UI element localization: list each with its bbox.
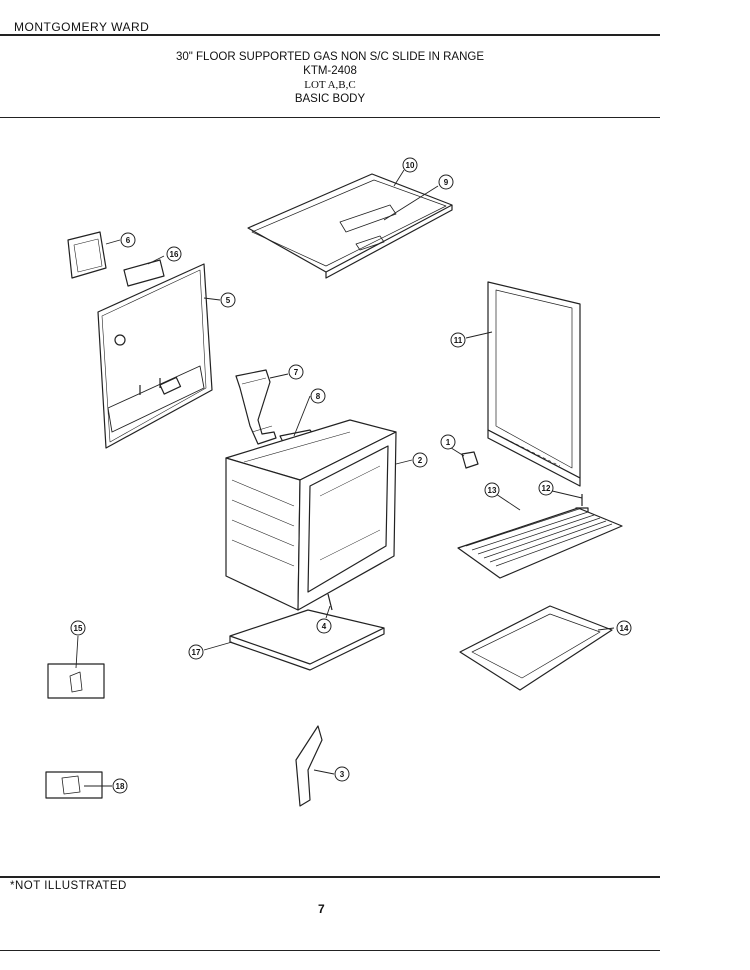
callout-7: 7 — [288, 364, 304, 380]
insulation-box-15 — [47, 663, 105, 699]
svg-text:16: 16 — [170, 250, 179, 259]
oven-bottom-panel — [247, 173, 453, 279]
svg-text:17: 17 — [192, 648, 201, 657]
not-illustrated-note: *NOT ILLUSTRATED — [10, 880, 127, 892]
svg-text:12: 12 — [542, 484, 551, 493]
callout-2: 2 — [412, 452, 428, 468]
page-number: 7 — [318, 902, 325, 916]
door-hinge — [295, 725, 323, 807]
header-rule-bottom — [0, 117, 660, 118]
callout-11: 11 — [450, 332, 466, 348]
control-knob — [461, 451, 479, 469]
oven-door-frame — [487, 281, 581, 487]
callout-12: 12 — [538, 480, 554, 496]
callout-16: 16 — [166, 246, 182, 262]
brand-name: MONTGOMERY WARD — [14, 20, 150, 34]
callout-4: 4 — [316, 618, 332, 634]
callout-circles: 10 9 6 16 5 7 8 2 11 1 12 13 14 17 4 3 1… — [70, 157, 632, 794]
flue-duct — [235, 369, 277, 445]
base-pan — [229, 609, 385, 671]
oven-rack — [457, 507, 623, 579]
oven-body — [225, 419, 397, 611]
footer-rule-bottom — [0, 950, 660, 951]
callout-15: 15 — [70, 620, 86, 636]
callout-10: 10 — [402, 157, 418, 173]
svg-text:14: 14 — [620, 624, 629, 633]
svg-text:3: 3 — [340, 770, 345, 779]
callout-5: 5 — [220, 292, 236, 308]
svg-text:1: 1 — [446, 438, 451, 447]
header-rule-top — [0, 34, 660, 36]
range-title: 30" FLOOR SUPPORTED GAS NON S/C SLIDE IN… — [175, 51, 485, 63]
callout-8: 8 — [310, 388, 326, 404]
callout-14: 14 — [616, 620, 632, 636]
cover-plate — [123, 259, 165, 287]
clip-box-18 — [45, 771, 103, 799]
callout-18: 18 — [112, 778, 128, 794]
svg-text:10: 10 — [406, 161, 415, 170]
svg-text:9: 9 — [444, 178, 449, 187]
svg-text:11: 11 — [454, 336, 463, 345]
callout-3: 3 — [334, 766, 350, 782]
svg-text:6: 6 — [126, 236, 131, 245]
footer-rule-top — [0, 876, 660, 878]
broiler-pan — [459, 605, 613, 691]
svg-text:5: 5 — [226, 296, 231, 305]
callout-1: 1 — [440, 434, 456, 450]
callout-9: 9 — [438, 174, 454, 190]
title-block: 30" FLOOR SUPPORTED GAS NON S/C SLIDE IN… — [0, 50, 660, 106]
burner-bracket — [67, 231, 107, 279]
svg-text:7: 7 — [294, 368, 299, 377]
leader-lines — [75, 169, 615, 787]
svg-text:15: 15 — [74, 624, 83, 633]
svg-text:13: 13 — [488, 486, 497, 495]
retaining-pin — [327, 593, 333, 611]
svg-text:4: 4 — [322, 622, 327, 631]
back-panel — [97, 263, 213, 449]
svg-text:18: 18 — [116, 782, 125, 791]
svg-text:8: 8 — [316, 392, 321, 401]
lot-info: LOT A,B,C — [304, 79, 356, 91]
callout-13: 13 — [484, 482, 500, 498]
callout-17: 17 — [188, 644, 204, 660]
callout-6: 6 — [120, 232, 136, 248]
section-title: BASIC BODY — [294, 93, 366, 105]
model-number: KTM-2408 — [303, 65, 357, 77]
svg-text:2: 2 — [418, 456, 423, 465]
